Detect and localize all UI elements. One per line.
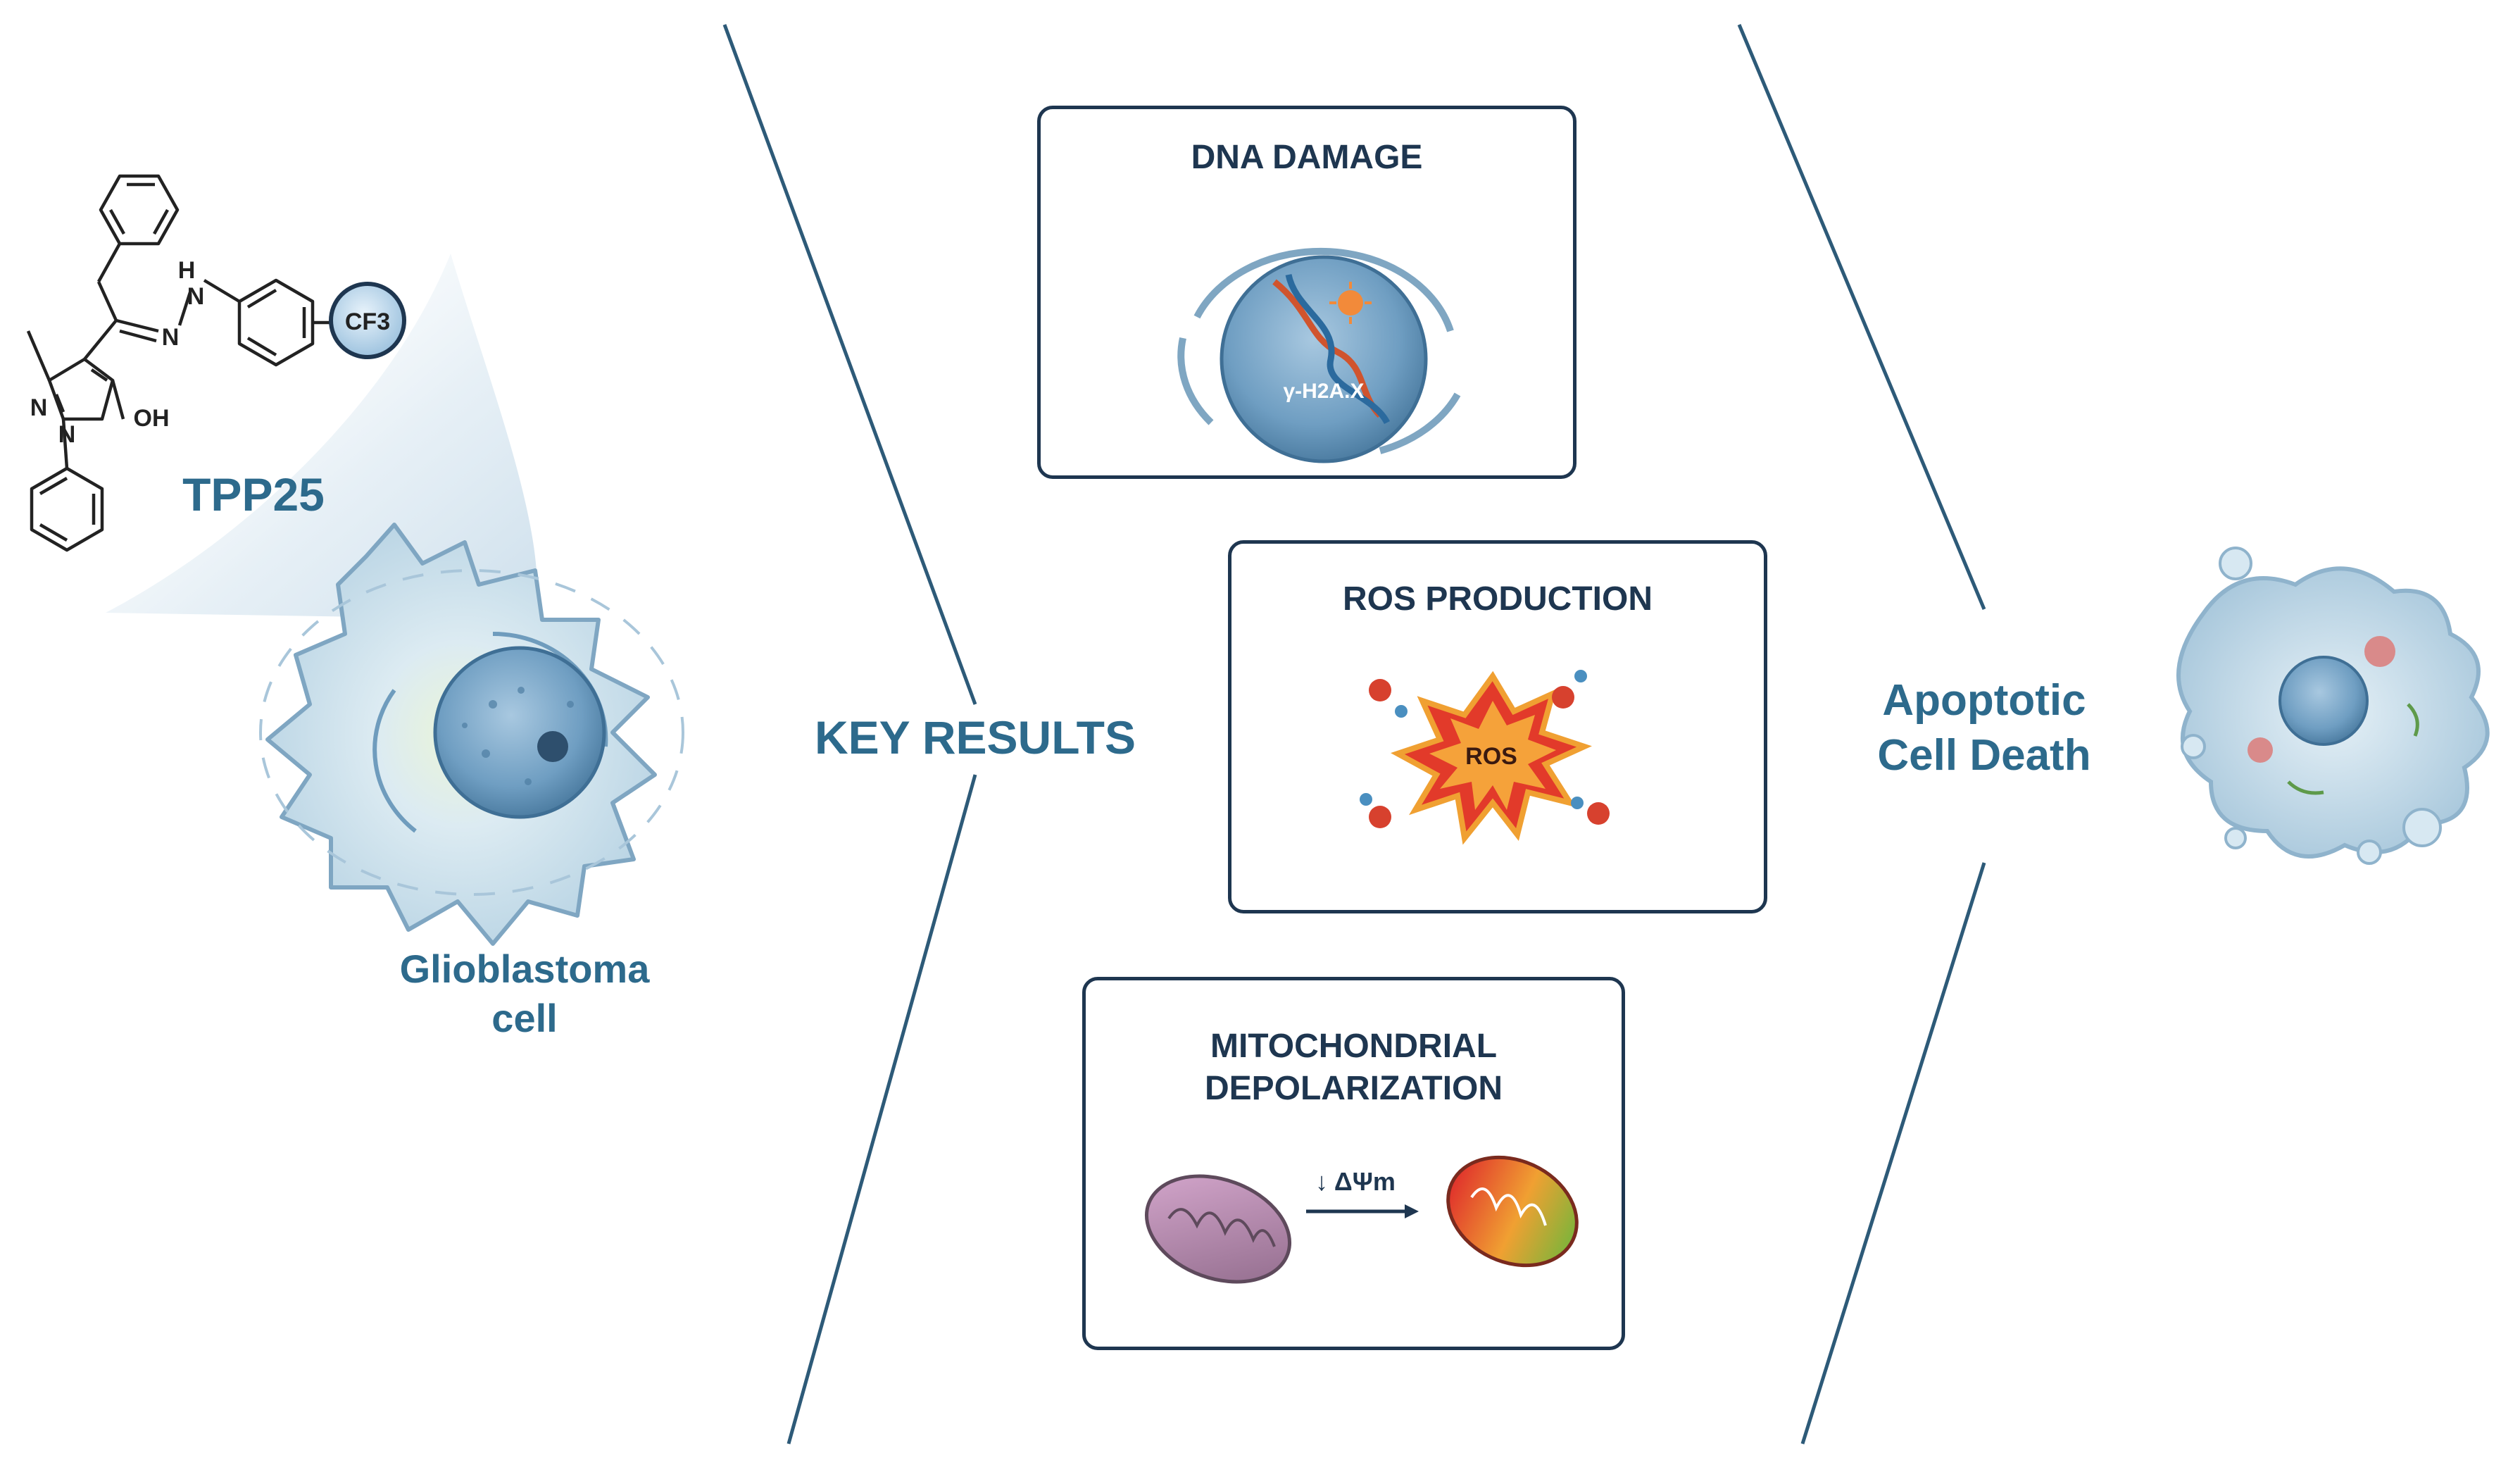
atom-oh: OH [134,405,170,432]
mito-depolarized [1446,1155,1579,1268]
atom-h: H [178,257,196,284]
tpp25-atom-labels: H N N N N OH [30,257,205,448]
divider-left [722,24,977,1445]
cf3-group: CF3 [329,282,406,359]
panel-mito-depolarization: MITOCHONDRIAL DEPOLARIZATION [1082,977,1625,1350]
mitochondria-illustration: ↓ ΔΨm [1144,1155,1579,1284]
panel-ros-production: ROS PRODUCTION [1228,540,1767,913]
atom-n-amine: N [187,283,205,310]
mito-polarized [1144,1174,1292,1284]
dna-marker-label: γ-H2A.X [1283,380,1364,403]
compound-name: TPP25 [182,468,325,520]
outcome-line2: Cell Death [1877,731,2090,780]
key-results-label: KEY RESULTS [815,711,1136,763]
cf3-label: CF3 [345,308,390,335]
panel-dna-title: DNA DAMAGE [1191,139,1423,176]
atom-n-ring2: N [58,421,76,448]
panel-ros-title: ROS PRODUCTION [1342,580,1653,618]
cell-label-line2: cell [491,996,557,1040]
outcome-line1: Apoptotic [1882,676,2086,725]
cell-label-line1: Glioblastoma [400,947,651,991]
ros-center-label: ROS [1465,743,1517,770]
divider-right [1737,24,1986,1445]
light-beam [106,254,538,620]
panel-mito-title-line2: DEPOLARIZATION [1204,1070,1503,1107]
mito-arrow-label: ↓ ΔΨm [1315,1167,1396,1196]
panel-dna-damage: DNA DAMAGE [1037,106,1576,479]
ros-molecules [1360,670,1610,828]
panel-mito-title-line1: MITOCHONDRIAL [1210,1028,1498,1065]
atom-n-imine: N [162,324,180,351]
dna-damage-illustration: γ-H2A.X [1177,247,1461,463]
tpp25-structure [26,174,331,552]
ros-illustration: ROS [1360,670,1610,845]
glioblastoma-cell [259,523,684,946]
apoptotic-cell [2176,547,2490,865]
atom-n-ring1: N [30,394,48,421]
